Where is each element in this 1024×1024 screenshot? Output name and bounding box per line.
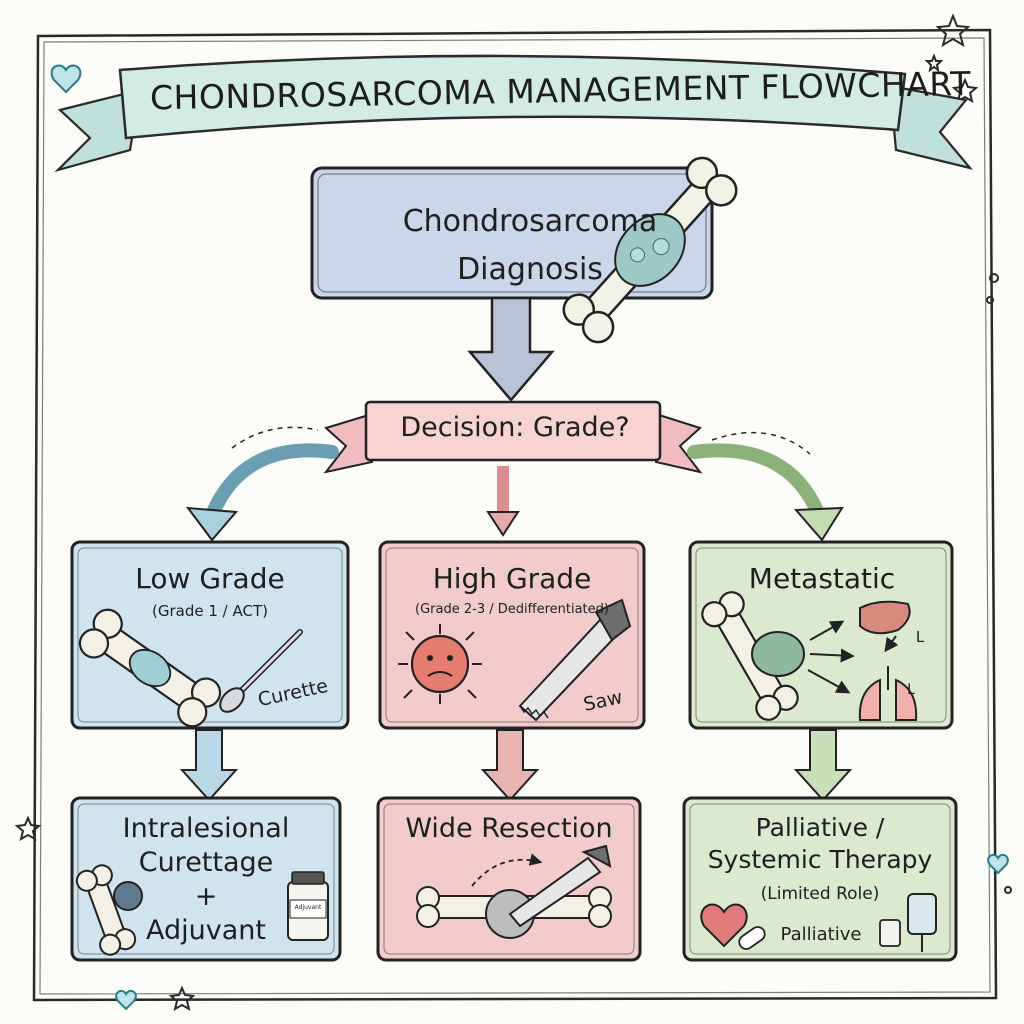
dashed-decoration xyxy=(231,426,319,449)
arrow-head xyxy=(793,506,844,542)
dot-icon xyxy=(1004,886,1012,894)
arrow-down-high xyxy=(480,729,540,802)
outcome-line: Adjuvant xyxy=(146,915,266,946)
heart-icon xyxy=(987,854,1009,875)
bone-tumor-icon xyxy=(562,156,738,344)
title-banner xyxy=(54,54,973,173)
low-grade-outcome: Intralesional Curettage + Adjuvant xyxy=(80,812,332,948)
heart-icon xyxy=(50,64,82,94)
dot-icon xyxy=(989,273,999,283)
pill-bottle-icon xyxy=(879,919,901,947)
page-frame xyxy=(32,28,998,1002)
lung-label: L xyxy=(907,682,915,698)
low-outcome-box-shape xyxy=(70,796,342,962)
high-grade-subtitle: (Grade 2-3 / Dedifferentiated) xyxy=(415,602,609,617)
resection-saw-icon xyxy=(485,844,612,939)
tumor-cluster-icon xyxy=(751,631,805,677)
star-icon xyxy=(935,13,971,48)
bone-lesion-icon xyxy=(78,608,222,728)
high-outcome-box-shape xyxy=(376,796,642,962)
dot-icon xyxy=(986,296,994,304)
iv-bag-icon xyxy=(907,893,937,952)
arrow-down xyxy=(467,296,555,402)
liver-label: L xyxy=(915,628,925,646)
palliative-tag: Palliative xyxy=(780,924,862,945)
metastatic-title: Metastatic xyxy=(748,562,896,595)
tumor-cell-icon xyxy=(398,624,482,704)
doodle-decorations xyxy=(14,13,1012,1012)
diagnosis-line-2: Diagnosis xyxy=(457,252,603,287)
star-icon xyxy=(924,53,944,73)
bone-curettage-icon xyxy=(75,864,137,956)
arrow-down-metastatic xyxy=(793,729,853,802)
star-icon xyxy=(14,815,42,842)
low-grade-subtitle: (Grade 1 / ACT) xyxy=(152,602,268,620)
high-grade-title: High Grade xyxy=(432,562,592,595)
metastatic-bone-icon xyxy=(701,591,799,721)
pill-icon xyxy=(738,926,766,950)
decision-ribbon xyxy=(323,400,703,474)
spread-arrows xyxy=(807,620,899,694)
outcome-line: Curettage xyxy=(138,847,274,878)
saw-icon xyxy=(518,598,632,722)
diagnosis-box-shape xyxy=(310,166,714,300)
dashed-decoration xyxy=(711,431,811,455)
curette-icon xyxy=(219,629,303,713)
outcome-line: Palliative / xyxy=(755,813,885,842)
mesh-icon xyxy=(113,881,143,911)
liver-icon xyxy=(859,600,911,635)
high-grade-outcome: Wide Resection xyxy=(405,813,613,844)
vial-icon xyxy=(287,871,329,941)
arrow-head xyxy=(486,511,520,537)
diagnosis-line-1: Chondrosarcoma xyxy=(402,204,658,239)
heart-icon xyxy=(700,903,748,948)
metastatic-outcome-note: (Limited Role) xyxy=(760,884,880,904)
decision-label: Decision: Grade? xyxy=(400,412,630,443)
outcome-line: Intralesional xyxy=(122,813,290,844)
lungs-icon xyxy=(858,666,918,721)
metastatic-outcome: Palliative / Systemic Therapy xyxy=(690,812,950,876)
outcome-line: + xyxy=(194,881,218,912)
star-icon xyxy=(168,985,196,1012)
cut-arc xyxy=(471,853,543,887)
outcome-line: Systemic Therapy xyxy=(707,845,933,874)
vial-label: Adjuvant xyxy=(294,904,322,911)
diagnosis-box: Chondrosarcoma Diagnosis xyxy=(330,198,730,294)
arrow-head xyxy=(185,506,239,542)
arrow-to-low-grade xyxy=(203,443,339,527)
low-grade-title: Low Grade xyxy=(135,562,285,595)
star-icon xyxy=(951,77,979,104)
arrow-down-low xyxy=(179,729,239,802)
arrow-to-metastatic xyxy=(687,443,827,525)
heart-icon xyxy=(115,990,137,1011)
